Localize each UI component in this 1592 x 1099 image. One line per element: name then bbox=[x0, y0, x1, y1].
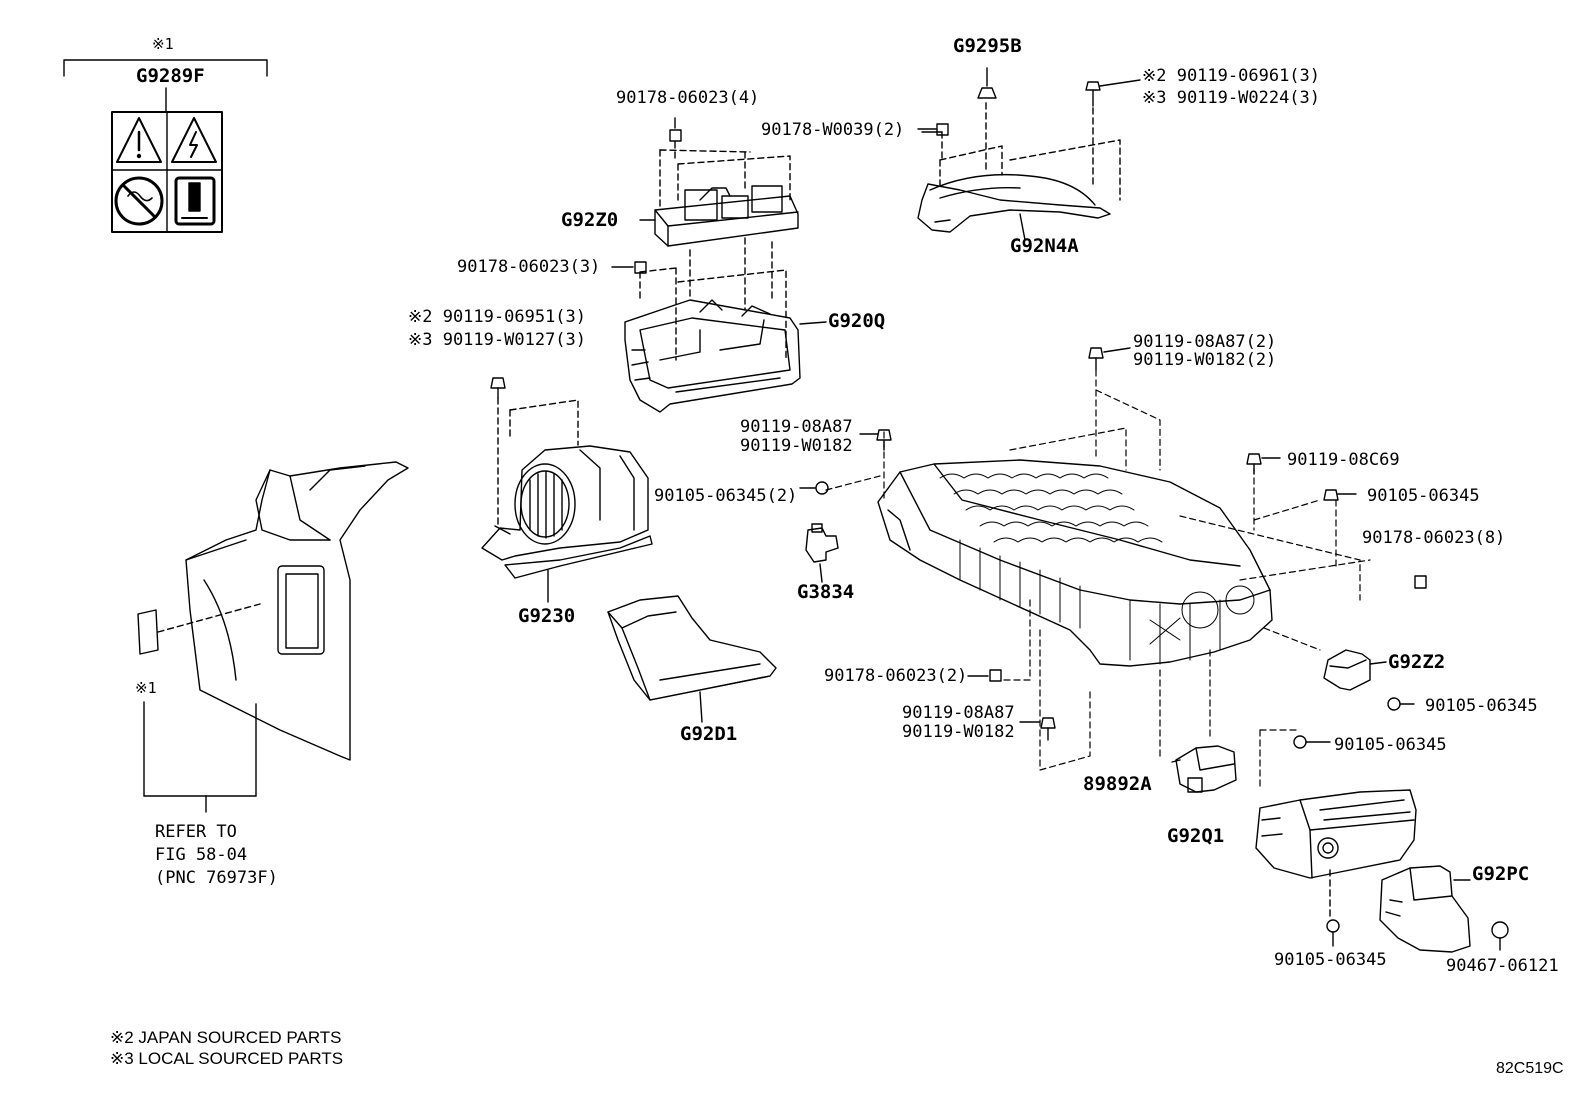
label-g920q: G920Q bbox=[828, 310, 886, 332]
label-90119-w0182-a: 90119-W0182 bbox=[740, 436, 853, 456]
label-89892a: 89892A bbox=[1083, 773, 1152, 795]
battery-pack-assembly bbox=[825, 369, 1371, 791]
label-90178-06023-3: 90178-06023(3) bbox=[457, 257, 601, 277]
label-refer-to: REFER TO bbox=[155, 822, 237, 842]
label-90119-w0182-b: 90119-W0182 bbox=[902, 722, 1015, 742]
side-trim-panel bbox=[137, 461, 409, 813]
label-90119-08a87-b: 90119-08A87 bbox=[902, 703, 1015, 723]
bracket-g92n4a bbox=[917, 67, 1141, 241]
label-g92pc: G92PC bbox=[1472, 863, 1530, 885]
label-g92q1: G92Q1 bbox=[1167, 825, 1225, 847]
label-90119-08a87-2: 90119-08A87(2) bbox=[1133, 332, 1277, 352]
note-local-sourced: ※3 LOCAL SOURCED PARTS bbox=[110, 1049, 344, 1068]
cover-g92pc bbox=[1379, 865, 1471, 953]
label-refer-fig: FIG 58-04 bbox=[155, 845, 248, 865]
label-90119-06951: ※2 90119-06951(3) bbox=[408, 307, 587, 327]
label-mark1-top: ※1 bbox=[152, 35, 174, 53]
label-90105-06345-2: 90105-06345(2) bbox=[654, 486, 798, 506]
module-89892a bbox=[1171, 745, 1237, 793]
label-g9289f: G9289F bbox=[136, 65, 205, 87]
duct-g92d1 bbox=[607, 595, 777, 723]
label-g3834: G3834 bbox=[797, 581, 855, 603]
label-90119-w0127: ※3 90119-W0127(3) bbox=[408, 330, 587, 350]
label-90105-06345-r2: 90105-06345 bbox=[1425, 696, 1538, 716]
tray-g920q bbox=[611, 237, 827, 413]
label-g92z2: G92Z2 bbox=[1388, 651, 1446, 673]
label-refer-pnc: (PNC 76973F) bbox=[155, 868, 278, 888]
fasteners bbox=[799, 347, 1509, 951]
label-90119-w0224: ※3 90119-W0224(3) bbox=[1142, 88, 1321, 108]
label-90178-06023-2: 90178-06023(2) bbox=[824, 666, 968, 686]
blower-g9230 bbox=[481, 377, 653, 603]
label-90178-06023-8: 90178-06023(8) bbox=[1362, 528, 1506, 548]
label-90105-06345-bottom: 90105-06345 bbox=[1274, 950, 1387, 970]
label-90105-06345-r3: 90105-06345 bbox=[1334, 735, 1447, 755]
label-90105-06345-r1: 90105-06345 bbox=[1367, 486, 1480, 506]
label-90119-06961: ※2 90119-06961(3) bbox=[1142, 66, 1321, 86]
label-g9230: G9230 bbox=[518, 605, 576, 627]
label-g92z0: G92Z0 bbox=[561, 209, 619, 231]
label-90119-08a87-a: 90119-08A87 bbox=[740, 417, 853, 437]
label-g92950b: G9295B bbox=[953, 35, 1022, 57]
label-mark1-side: ※1 bbox=[135, 679, 157, 697]
converter-g92q1 bbox=[1255, 789, 1417, 921]
label-90119-08c69: 90119-08C69 bbox=[1287, 450, 1400, 470]
caution-label-g9289f bbox=[63, 59, 268, 233]
note-japan-sourced: ※2 JAPAN SOURCED PARTS bbox=[110, 1028, 342, 1047]
diagram-code: 82C519C bbox=[1496, 1060, 1564, 1077]
sensor-g3834 bbox=[805, 523, 839, 583]
bracket-g92z2 bbox=[1323, 649, 1387, 691]
label-90178-06023-4: 90178-06023(4) bbox=[616, 88, 760, 108]
label-90467-06121: 90467-06121 bbox=[1446, 956, 1559, 976]
label-g92n4a: G92N4A bbox=[1010, 235, 1079, 257]
label-90119-w0182-2: 90119-W0182(2) bbox=[1133, 350, 1277, 370]
relay-block-g92z0 bbox=[639, 117, 799, 247]
label-90178-w0039: 90178-W0039(2) bbox=[761, 120, 905, 140]
label-g92d1: G92D1 bbox=[680, 723, 738, 745]
